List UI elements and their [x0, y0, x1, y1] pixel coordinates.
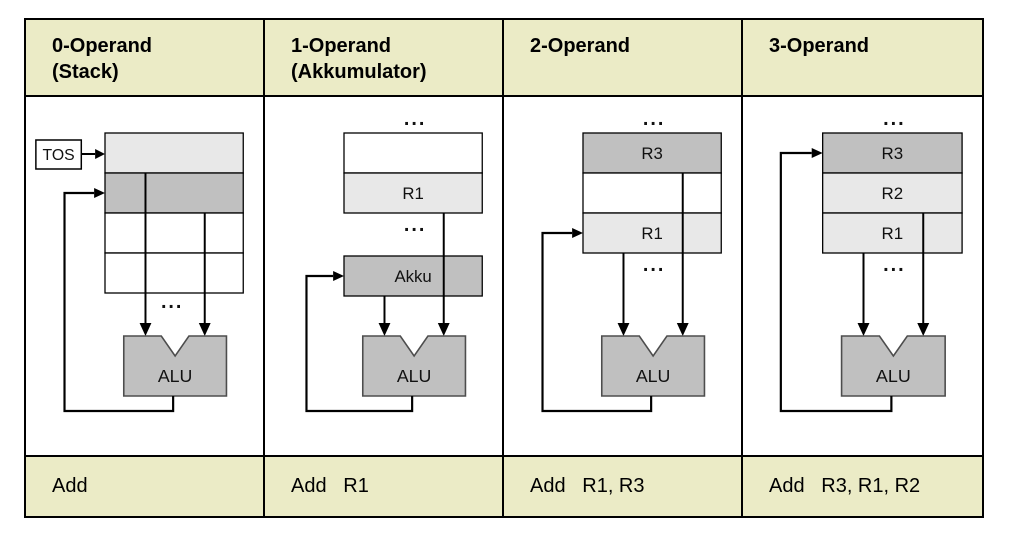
diagram-row: TOS ... ALU: [26, 97, 982, 455]
operand-architecture-table: 0-Operand (Stack) 1-Operand (Akkumulator…: [24, 18, 984, 518]
register-cell-r3: [822, 132, 963, 174]
header-cell-0-operand: 0-Operand (Stack): [26, 20, 265, 95]
arrow-right-icon: [811, 148, 823, 158]
akku-label: Akku: [394, 267, 431, 286]
stack-cell-3: [104, 212, 244, 254]
instruction-text: Add R1: [291, 475, 369, 497]
header-subtitle: (Akkumulator): [291, 61, 427, 83]
feedback-path: [541, 231, 653, 413]
alu-box: [600, 335, 706, 397]
header-cell-1-operand: 1-Operand (Akkumulator): [265, 20, 504, 95]
instruction-text: Add R3, R1, R2: [769, 475, 921, 497]
ellipsis: ...: [883, 254, 906, 276]
feedback-path: [63, 191, 175, 413]
register-label-r1: R1: [402, 184, 423, 203]
feedback-path: [779, 151, 893, 413]
ellipsis: ...: [404, 214, 426, 236]
stack-cell-2: [104, 172, 244, 214]
header-title: 1-Operand: [291, 35, 392, 57]
register-cell-r3: [582, 132, 722, 174]
header-row: 0-Operand (Stack) 1-Operand (Akkumulator…: [26, 20, 982, 97]
stack-cell-tos: [104, 132, 244, 174]
arrow-down-icon: [378, 323, 391, 336]
diagram-cell-three-operand: ... R3 R2 R1 ... ALU: [743, 97, 982, 455]
register-cell-r1: [582, 212, 722, 254]
register-label-r3: R3: [882, 144, 904, 163]
accumulator-machine-diagram: ... R1 ... Akku ALU: [305, 108, 483, 413]
tos-box: [35, 139, 83, 170]
alu-box: [840, 335, 946, 397]
register-label-r2: R2: [882, 184, 904, 203]
arrow-right-icon: [572, 228, 583, 238]
instruction-row: Add Add R1 Add R1, R3 Add R3, R1, R2: [26, 455, 982, 516]
tos-label: TOS: [42, 147, 74, 164]
instruction-cell-two-operand: Add R1, R3: [504, 457, 743, 516]
diagram-cell-stack: TOS ... ALU: [26, 97, 265, 455]
header-cell-2-operand: 2-Operand: [504, 20, 743, 95]
header-title: 0-Operand: [52, 35, 153, 57]
ellipsis: ...: [404, 108, 426, 130]
header-title: 2-Operand: [530, 35, 631, 57]
alu-label: ALU: [876, 366, 911, 386]
instruction-cell-accumulator: Add R1: [265, 457, 504, 516]
diagram-cell-accumulator: ... R1 ... Akku ALU: [265, 97, 504, 455]
register-label-r3: R3: [641, 144, 662, 163]
ellipsis: ...: [643, 108, 665, 130]
arrow-down-icon: [617, 323, 630, 336]
arrow-right-icon: [333, 271, 344, 281]
arrow-down-icon: [857, 323, 870, 336]
header-cell-3-operand: 3-Operand: [743, 20, 982, 95]
arrow-down-icon: [917, 323, 930, 336]
diagram-cell-two-operand: ... R3 R1 ... ALU: [504, 97, 743, 455]
header-title: 3-Operand: [769, 35, 870, 57]
instruction-text: Add: [52, 475, 88, 497]
alu-box: [361, 335, 467, 397]
feedback-path: [305, 274, 414, 413]
ellipsis: ...: [161, 291, 183, 313]
alu-label: ALU: [397, 366, 432, 386]
arrow-down-icon: [437, 323, 450, 336]
register-cell-r1: [343, 172, 483, 214]
tos-arrow-head-icon: [95, 149, 105, 159]
instruction-text: Add R1, R3: [530, 475, 645, 497]
ellipsis: ...: [883, 108, 906, 130]
register-label-r1: R1: [882, 224, 904, 243]
alu-box: [122, 335, 228, 397]
alu-label: ALU: [158, 366, 193, 386]
ellipsis: ...: [643, 254, 665, 276]
two-operand-machine-diagram: ... R3 R1 ... ALU: [541, 108, 722, 413]
instruction-cell-stack: Add: [26, 457, 265, 516]
arrow-right-icon: [94, 188, 105, 198]
arrow-down-icon: [676, 323, 689, 336]
arrow-down-icon: [198, 323, 211, 336]
register-cell-r1: [822, 212, 963, 254]
register-cell-empty: [582, 172, 722, 214]
three-operand-machine-diagram: ... R3 R2 R1 ... ALU: [779, 108, 963, 413]
register-cell-empty: [343, 132, 483, 174]
register-cell-r2: [822, 172, 963, 214]
stack-cell-4: [104, 252, 244, 294]
header-subtitle: (Stack): [52, 61, 119, 83]
akku-box: [343, 255, 483, 297]
arrow-down-icon: [139, 323, 152, 336]
register-label-r1: R1: [641, 224, 662, 243]
stack-machine-diagram: TOS ... ALU: [35, 132, 244, 413]
alu-label: ALU: [636, 366, 671, 386]
instruction-cell-three-operand: Add R3, R1, R2: [743, 457, 982, 516]
